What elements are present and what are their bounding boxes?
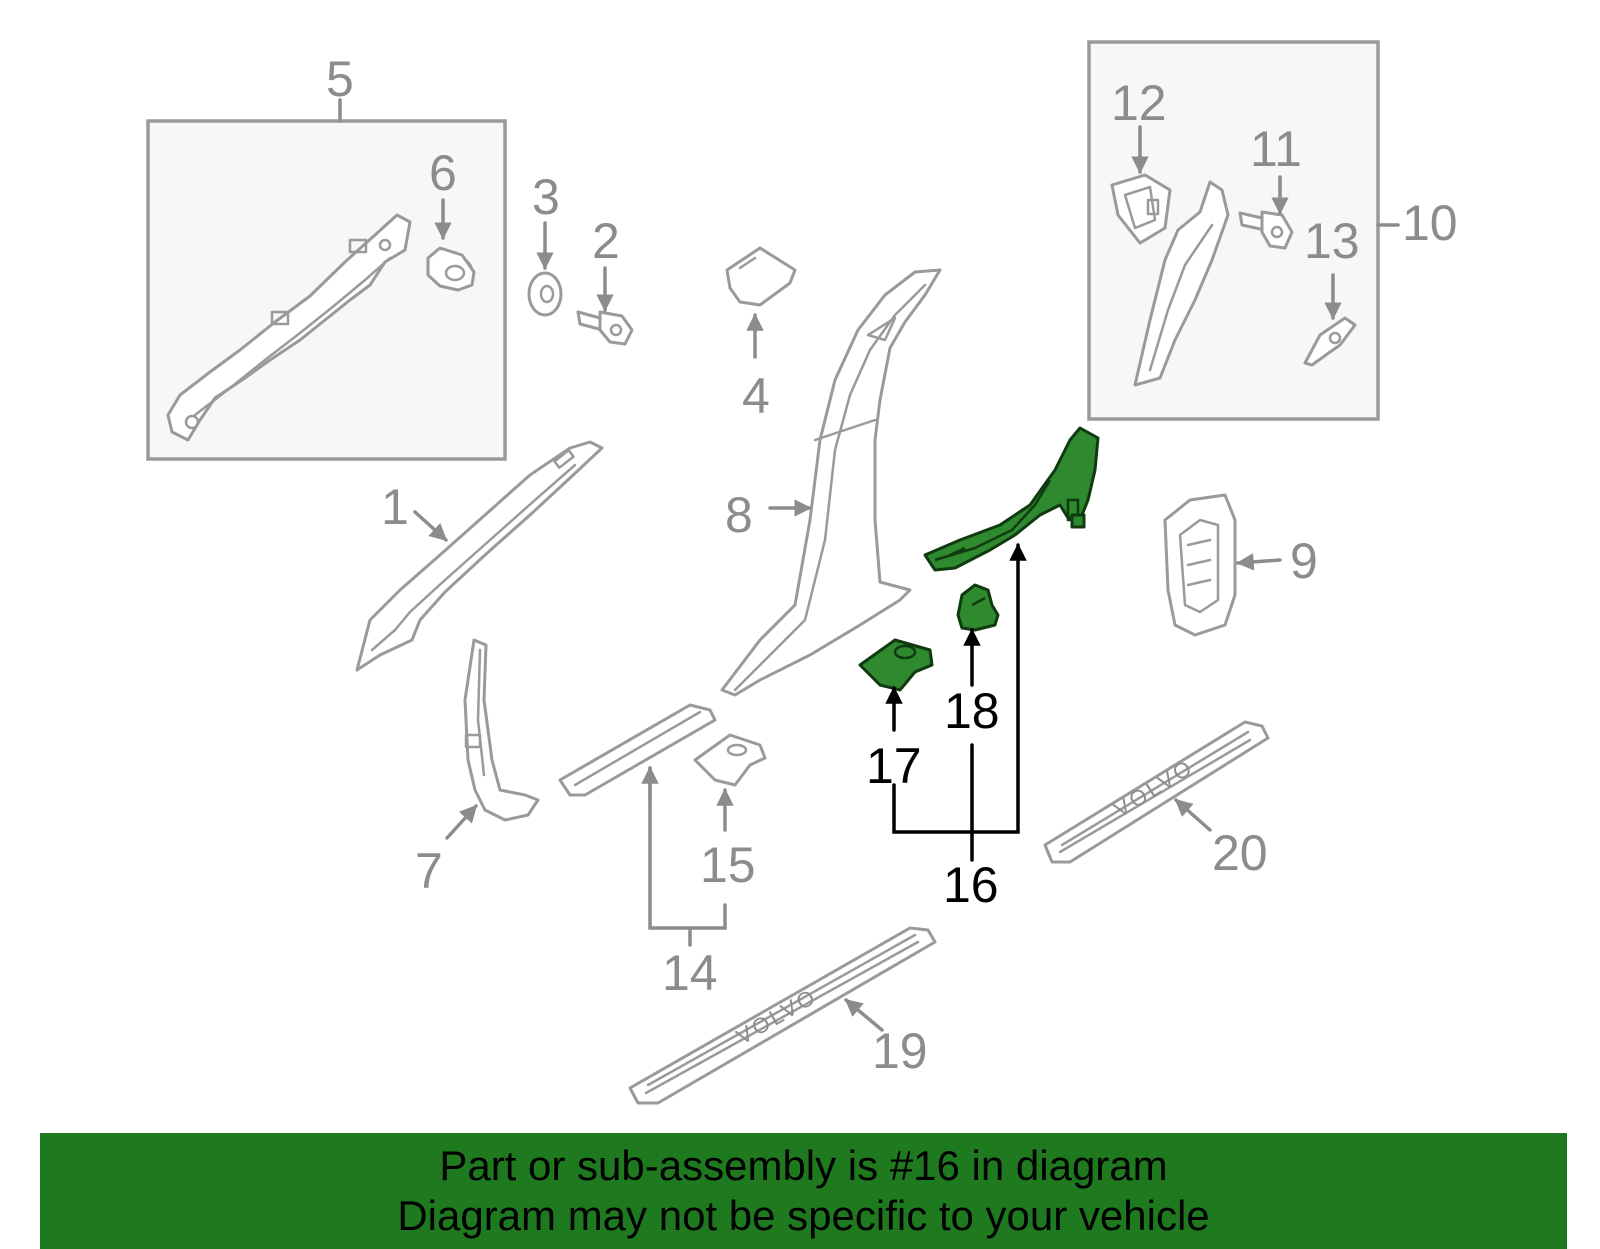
part-12-clip [1110, 173, 1172, 245]
callout-11: 11 [1250, 121, 1302, 177]
callout-7: 7 [415, 843, 443, 899]
callout-16: 16 [943, 857, 999, 913]
part-13-clip [1303, 316, 1357, 367]
callout-17: 17 [866, 738, 922, 794]
callout-12: 12 [1111, 75, 1167, 131]
callout-14: 14 [662, 945, 718, 1001]
leader-19 [844, 998, 884, 1032]
callout-3: 3 [532, 169, 560, 225]
leader-14-bracket [641, 766, 727, 947]
banner-line-1: Part or sub-assembly is #16 in diagram [439, 1142, 1168, 1189]
part-14-scuff-plate [558, 703, 717, 797]
leader-9 [1236, 553, 1282, 571]
callout-4: 4 [742, 368, 770, 424]
leader-20 [1174, 798, 1212, 832]
leader-1 [413, 510, 448, 542]
part-6-grommet [426, 246, 476, 292]
callout-1: 1 [381, 479, 409, 535]
part-16-highlighted-trim [923, 426, 1100, 572]
callout-6: 6 [429, 145, 457, 201]
callout-8: 8 [725, 487, 753, 543]
callout-10: 10 [1402, 195, 1458, 251]
part-3-washer [527, 271, 563, 317]
callout-9: 9 [1290, 533, 1318, 589]
part-11-screw [1238, 210, 1294, 250]
part-19-front-sill-plate: VOLVO [628, 926, 937, 1105]
part-9-bezel [1163, 493, 1237, 637]
part-17-clip-highlighted [858, 638, 934, 692]
info-banner: Part or sub-assembly is #16 in diagram D… [40, 1133, 1567, 1249]
part-1-pillar-trim [355, 440, 604, 672]
callout-2: 2 [592, 213, 620, 269]
part-2-bolt [576, 310, 634, 346]
leader-7 [445, 804, 478, 840]
part-5-rail-bracket [166, 213, 412, 442]
callout-15: 15 [700, 837, 756, 893]
part-7-bracket [463, 638, 540, 822]
callout-13: 13 [1304, 213, 1360, 269]
part-10-trim-panel [1133, 180, 1230, 387]
banner-line-2: Diagram may not be specific to your vehi… [397, 1192, 1210, 1239]
callout-5: 5 [326, 51, 354, 107]
part-8-b-pillar [720, 268, 942, 697]
part-18-clip-highlighted [956, 583, 1000, 632]
callout-18: 18 [944, 683, 1000, 739]
part-4-cover [725, 246, 797, 307]
callout-20: 20 [1212, 825, 1268, 881]
callout-19: 19 [872, 1023, 928, 1079]
leader-16-bracket [892, 543, 1027, 862]
part-15-clip [693, 733, 767, 787]
